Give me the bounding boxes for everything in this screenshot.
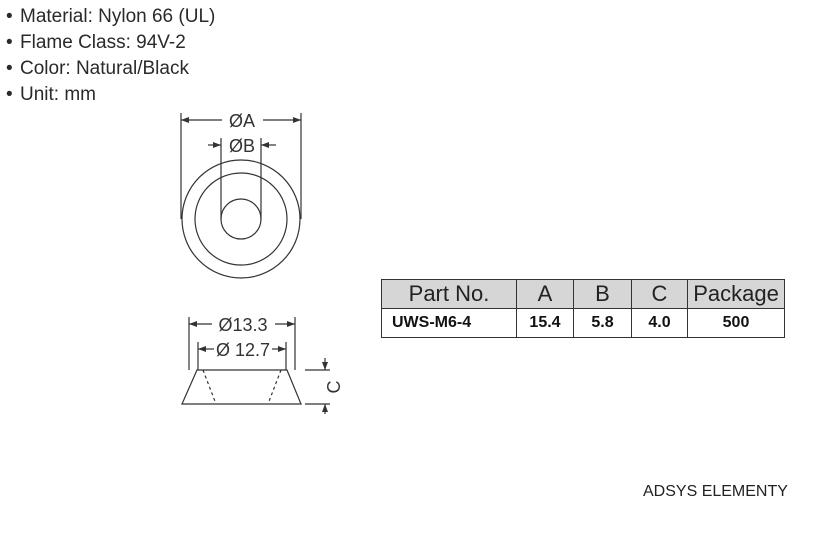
- arrow-a-right: [293, 117, 301, 123]
- spec-list: •Material: Nylon 66 (UL) •Flame Class: 9…: [6, 4, 215, 108]
- label-dia-b: ØB: [229, 136, 255, 156]
- header-c: C: [631, 279, 688, 309]
- label-dia-bottom: Ø 12.7: [216, 340, 270, 360]
- arrow-top-left: [189, 321, 197, 327]
- arrow-b-right: [261, 142, 269, 148]
- cell-part-no: UWS-M6-4: [381, 308, 517, 338]
- washer-outer-circle: [181, 159, 301, 279]
- side-hidden-line-left: [202, 369, 217, 405]
- arrow-a-left: [181, 117, 189, 123]
- cell-b: 5.8: [573, 308, 632, 338]
- cell-a: 15.4: [516, 308, 574, 338]
- spec-item-unit: •Unit: mm: [6, 84, 96, 105]
- cell-package: 500: [687, 308, 785, 338]
- washer-hole-circle: [220, 198, 262, 240]
- washer-mid-circle: [194, 172, 288, 266]
- arrow-top-right: [287, 321, 295, 327]
- parts-table: Part No. A B C Package UWS-M6-4 15.4 5.8…: [381, 279, 785, 338]
- header-a: A: [516, 279, 574, 309]
- spec-item-color: •Color: Natural/Black: [6, 58, 189, 79]
- label-height-c: C: [324, 381, 344, 394]
- arrow-bottom-left: [198, 346, 206, 352]
- header-b: B: [573, 279, 632, 309]
- arrow-c-top: [322, 362, 328, 370]
- header-package: Package: [687, 279, 785, 309]
- table-header-row: Part No. A B C Package: [381, 279, 785, 309]
- washer-side-profile: [181, 369, 302, 405]
- table-row: UWS-M6-4 15.4 5.8 4.0 500: [381, 308, 785, 338]
- spec-item-flame-class: •Flame Class: 94V-2: [6, 32, 186, 53]
- spec-item-material: •Material: Nylon 66 (UL): [6, 6, 216, 27]
- arrow-bottom-right: [278, 346, 286, 352]
- side-hidden-line-right: [267, 369, 282, 405]
- arrow-c-bottom: [322, 404, 328, 412]
- label-dia-top: Ø13.3: [218, 315, 267, 335]
- arrow-b-left: [213, 142, 221, 148]
- brand-label: ADSYS ELEMENTY: [643, 483, 788, 500]
- label-dia-a: ØA: [229, 111, 255, 131]
- cell-c: 4.0: [631, 308, 688, 338]
- header-part-no: Part No.: [381, 279, 517, 309]
